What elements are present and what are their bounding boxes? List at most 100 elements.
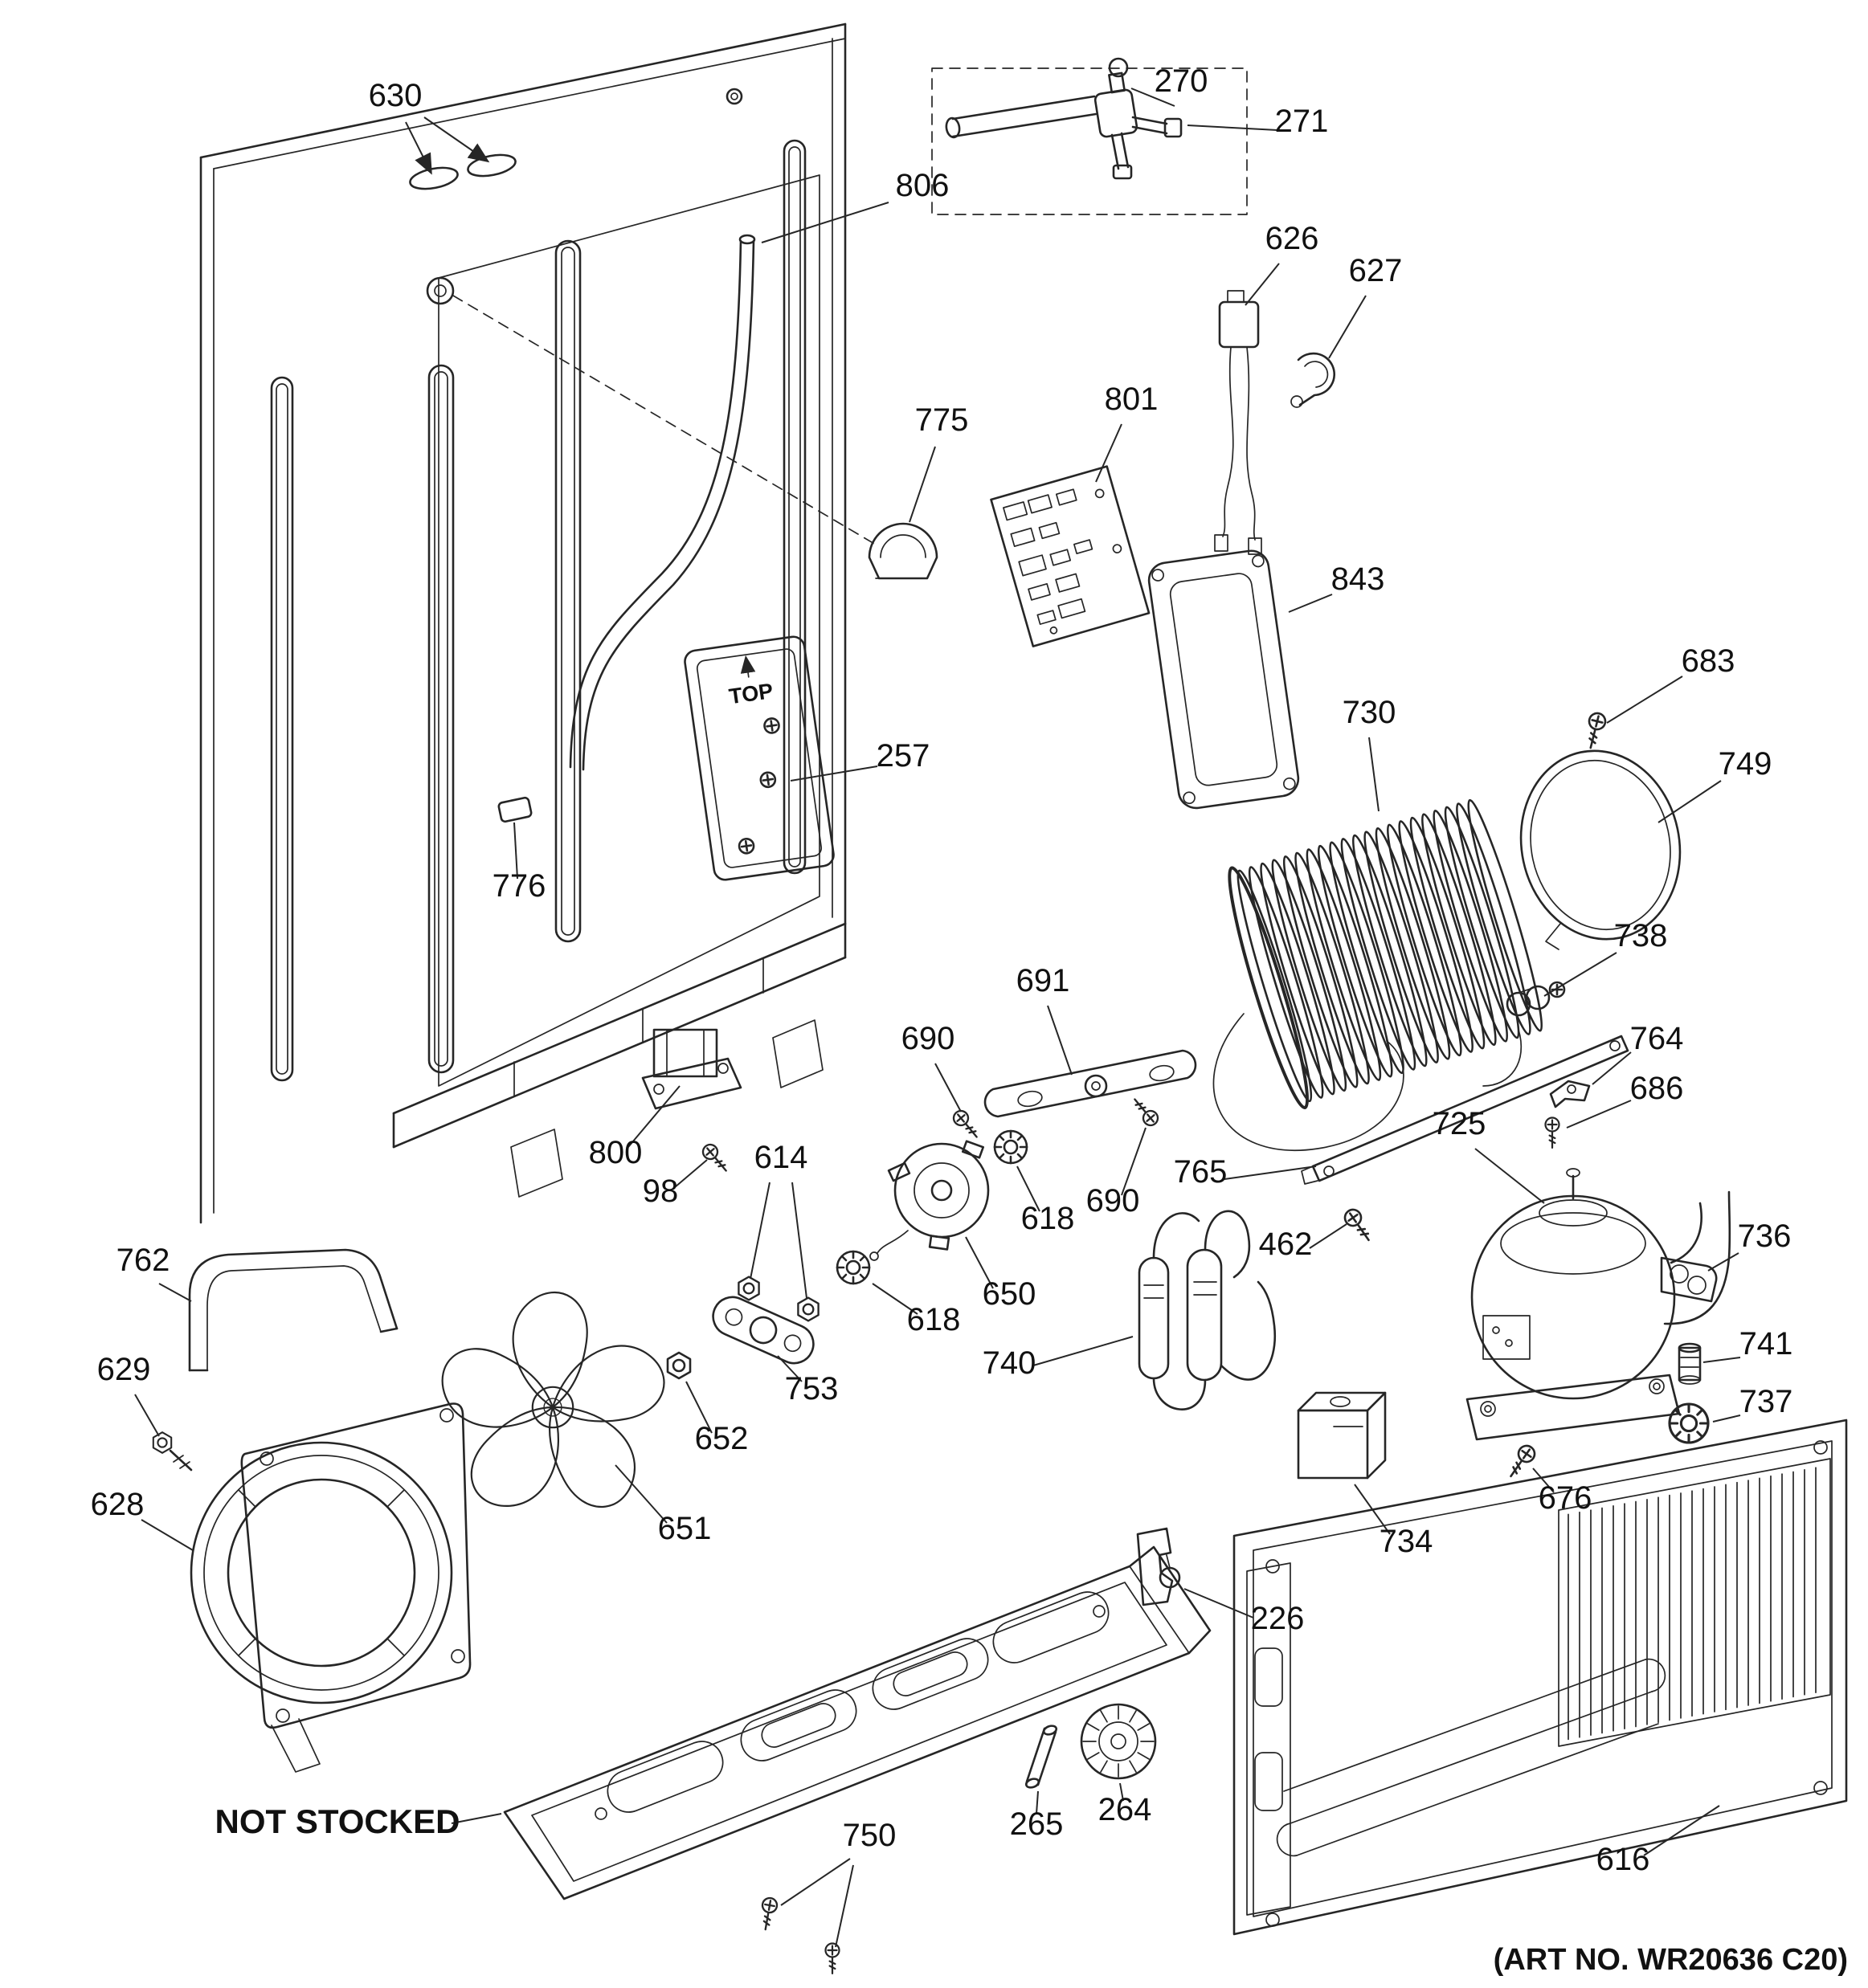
bracket-764 [1549,1080,1591,1108]
callout-725: 725 [1433,1106,1486,1141]
callout-806: 806 [896,168,950,203]
callout-652: 652 [695,1421,749,1456]
leader-737 [1712,1414,1741,1423]
leader-750-1 [835,1864,854,1948]
callout-626: 626 [1265,221,1319,256]
water-tube-271 [945,95,1098,139]
callout-775: 775 [915,402,969,438]
compressor-725 [1465,1168,1731,1441]
leader-736 [1707,1252,1739,1272]
leader-616 [1643,1805,1720,1856]
leader-740 [1032,1336,1134,1366]
condenser-coil-730 [1212,798,1543,1151]
callout-271: 271 [1275,104,1329,139]
bracket-226 [1136,1527,1181,1606]
leader-741 [1702,1357,1741,1363]
leader-750 [780,1858,851,1906]
cabinet-back-panel: TOP [199,22,877,1224]
callout-740: 740 [983,1345,1036,1381]
fan-motor-650 [869,1140,990,1261]
callout-651: 651 [658,1511,712,1546]
nut-652 [666,1351,692,1380]
leader-776 [513,822,518,880]
callout-628: 628 [91,1487,145,1522]
mounting-holes-630 [409,153,517,190]
strap-753 [712,1296,815,1365]
leader-628 [141,1519,194,1551]
screw-750-a [757,1896,779,1932]
bottom-tray [503,1545,1212,1900]
callout-630: 630 [369,78,423,113]
leader-762 [158,1283,192,1302]
clip-776 [497,796,533,823]
art-number: (ART NO. WR20636 C20) [1494,1943,1848,1977]
callout-618a: 618 [1021,1201,1075,1236]
leader-652 [685,1381,713,1434]
leader-264 [1119,1782,1124,1802]
callout-629: 629 [97,1352,151,1387]
leader-738 [1543,952,1617,997]
callout-627: 627 [1349,253,1403,288]
top-label: TOP [727,679,775,708]
leader-734 [1354,1484,1391,1535]
panel-hole [726,88,743,105]
roller-264 [1080,1703,1157,1780]
screw-686 [1544,1116,1560,1149]
callout-257: 257 [877,738,930,774]
leader-800 [627,1085,681,1148]
callout-843: 843 [1331,561,1385,597]
fan-shroud-628 [190,1402,472,1773]
callout-801: 801 [1105,382,1159,417]
screw-676 [1503,1441,1539,1482]
leader-683 [1606,676,1683,724]
callout-730: 730 [1343,695,1396,730]
callout-616: 616 [1596,1842,1650,1877]
nut-614-left [738,1276,760,1301]
callout-not-stocked: NOT STOCKED [215,1802,460,1840]
control-board-801 [990,465,1151,647]
dashed-detail-box [931,67,1248,215]
callout-462: 462 [1259,1227,1313,1262]
leader-462 [1309,1223,1347,1249]
rear-panel-616 [1232,1419,1848,1936]
callout-750: 750 [843,1818,897,1853]
clamp-736 [1660,1256,1718,1303]
callout-98: 98 [643,1174,679,1209]
valve-270 [1093,57,1183,180]
callout-765: 765 [1174,1154,1228,1190]
leader-691 [1047,1005,1073,1076]
callout-691: 691 [1016,963,1070,998]
leader-749 [1657,780,1722,823]
leader-627 [1328,295,1367,359]
leader-226 [1183,1588,1254,1619]
leader-775 [909,446,936,523]
bolt-629 [152,1431,193,1472]
panel-embossing [1276,1658,1666,1857]
callout-686: 686 [1630,1071,1684,1106]
leader-690b [1121,1127,1147,1196]
grommet-hole [426,276,455,305]
callout-676: 676 [1539,1480,1592,1516]
grommet-775 [868,522,938,580]
callout-749: 749 [1719,746,1772,782]
screw-750-b [824,1942,840,1975]
screw-257-b [758,770,778,790]
callout-734: 734 [1380,1524,1433,1559]
clamp-738 [1506,981,1566,1017]
leader-618a [1016,1165,1040,1212]
callout-270: 270 [1155,63,1208,99]
screw-257-c [737,836,756,855]
leader-618b [872,1283,918,1315]
leader-271 [1187,125,1278,131]
screw-690-right [1128,1093,1162,1129]
gasket-843 [1147,549,1300,810]
compressor-base [1465,1374,1681,1441]
leader-651 [615,1464,668,1524]
leader-730 [1368,737,1380,812]
drier-740 [1138,1210,1277,1410]
screw-690-left [950,1107,983,1143]
callout-764: 764 [1630,1021,1684,1056]
cover-plate-749 [1519,749,1682,950]
